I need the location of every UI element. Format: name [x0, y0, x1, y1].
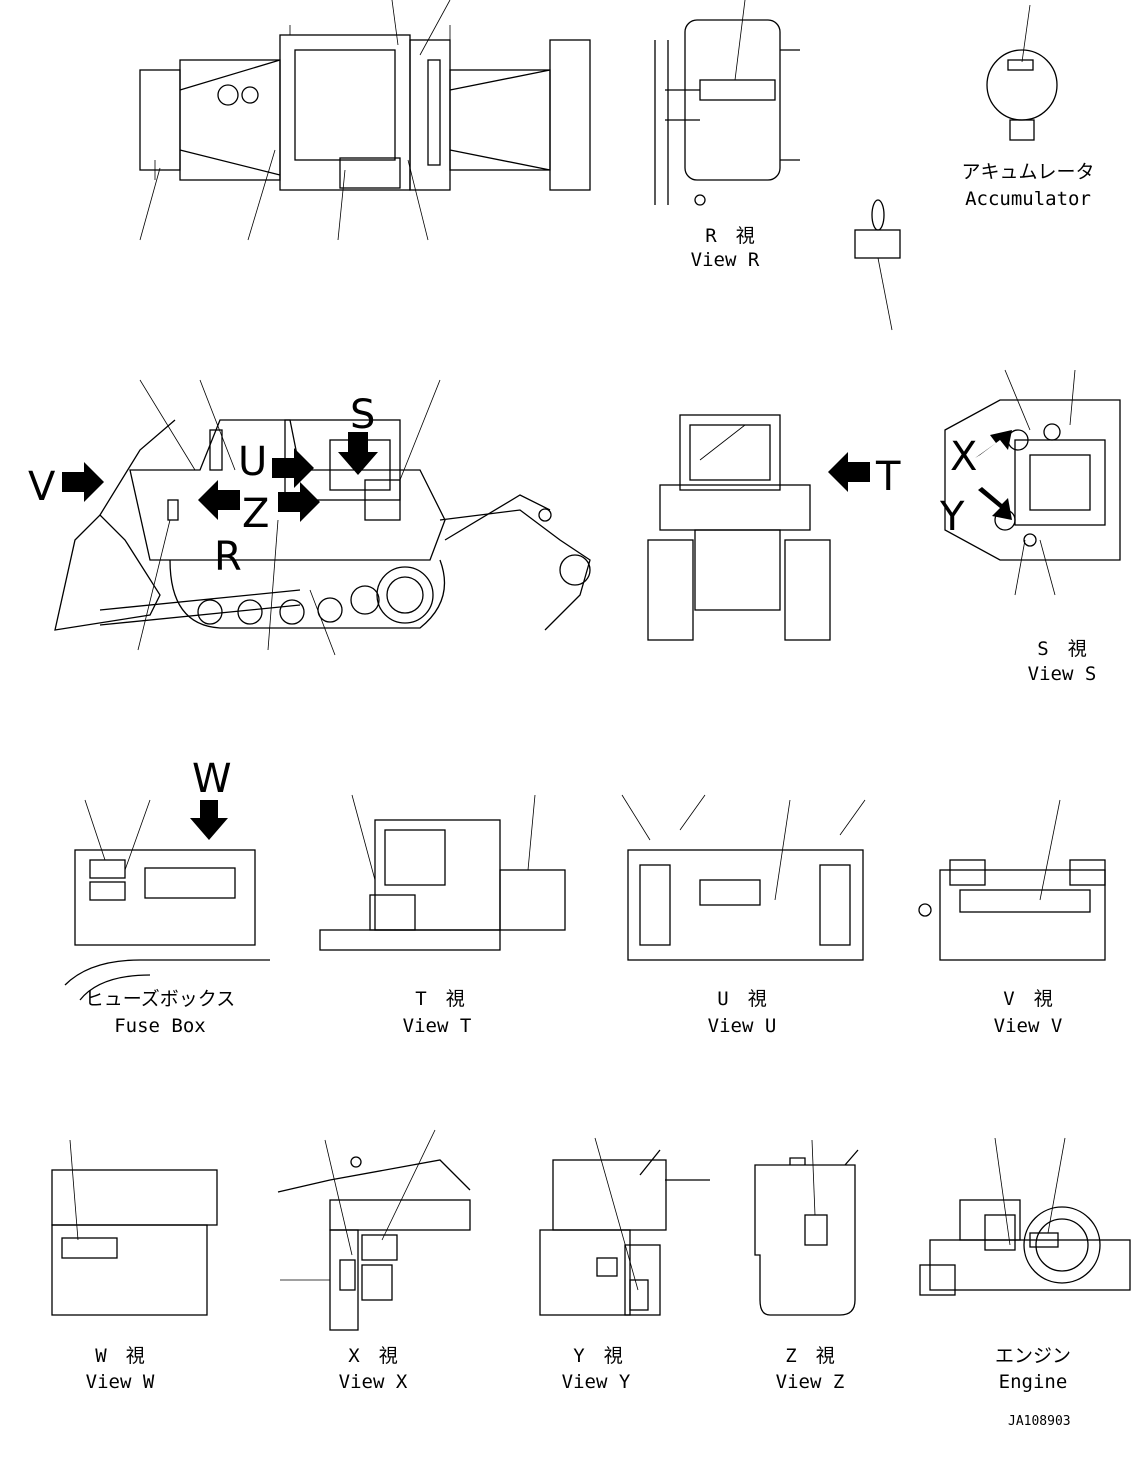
view-marker-w: W: [192, 756, 232, 802]
fuse-box-drawing: [64, 799, 270, 1001]
view-x-drawing: [277, 1129, 471, 1331]
document-number: JA108903: [1008, 1414, 1071, 1429]
arrow-z: [278, 482, 320, 522]
view-marker-u: U: [238, 439, 267, 485]
view-x-caption-jp: X 視: [348, 1345, 397, 1367]
side-view-arrows: [62, 432, 378, 522]
arrow-w: [190, 800, 228, 840]
view-s-caption-en: View S: [1028, 663, 1097, 685]
view-v-drawing: [918, 799, 1106, 961]
view-v-caption-en: View V: [994, 1015, 1063, 1037]
engine-drawing: [919, 1137, 1131, 1296]
fuse-box-caption-jp: ヒューズボックス: [85, 988, 235, 1010]
view-marker-v: V: [28, 464, 56, 510]
top-view-drawing: [139, 0, 591, 241]
arrow-r: [198, 480, 240, 520]
view-y-drawing: [539, 1137, 710, 1316]
arrow-y: [978, 487, 1012, 520]
view-z-caption-en: View Z: [776, 1371, 845, 1393]
view-r-caption-en: View R: [691, 249, 760, 271]
side-view-drawing: [54, 379, 591, 656]
view-marker-r: R: [214, 534, 242, 580]
arrow-x: [975, 430, 1012, 458]
arrow-t: [828, 452, 870, 492]
accumulator-drawing: [986, 4, 1058, 141]
fuse-box-caption-en: Fuse Box: [114, 1015, 206, 1037]
view-marker-z: Z: [242, 491, 269, 537]
view-u-caption-en: View U: [708, 1015, 777, 1037]
arrow-v: [62, 462, 104, 502]
view-z-caption-jp: Z 視: [785, 1345, 834, 1367]
view-y-caption-jp: Y 視: [573, 1345, 622, 1367]
view-v-caption-jp: V 視: [1003, 988, 1052, 1010]
view-w-caption-en: View W: [86, 1371, 155, 1393]
view-w-drawing: [51, 1139, 218, 1316]
view-marker-t: T: [875, 454, 901, 500]
view-u-drawing: [621, 794, 866, 961]
arrow-u: [272, 448, 314, 488]
view-w-caption-jp: W 視: [95, 1345, 144, 1367]
view-r-caption-jp: R 視: [705, 225, 754, 247]
arrow-s: [338, 432, 378, 475]
view-z-drawing: [754, 1139, 859, 1316]
engine-caption-en: Engine: [999, 1371, 1068, 1393]
view-y-caption-en: View Y: [562, 1371, 631, 1393]
engine-caption-jp: エンジン: [995, 1345, 1071, 1367]
view-u-caption-jp: U 視: [717, 988, 766, 1010]
view-t-drawing: [319, 794, 566, 951]
view-x-caption-en: View X: [339, 1371, 408, 1393]
view-marker-x: X: [950, 434, 977, 480]
view-s-drawing: [944, 369, 1121, 596]
view-t-caption-jp: T 視: [415, 988, 464, 1010]
view-r-drawing: [654, 0, 800, 206]
view-t-caption-en: View T: [403, 1015, 472, 1037]
view-marker-y: Y: [939, 494, 965, 540]
accumulator-caption-en: Accumulator: [965, 188, 1091, 210]
standalone-label-drawing: [854, 199, 901, 331]
view-marker-s: S: [350, 392, 375, 438]
view-s-caption-jp: S 視: [1037, 638, 1086, 660]
rear-view-drawing: [647, 414, 831, 641]
accumulator-caption-jp: アキュムレータ: [961, 161, 1094, 183]
